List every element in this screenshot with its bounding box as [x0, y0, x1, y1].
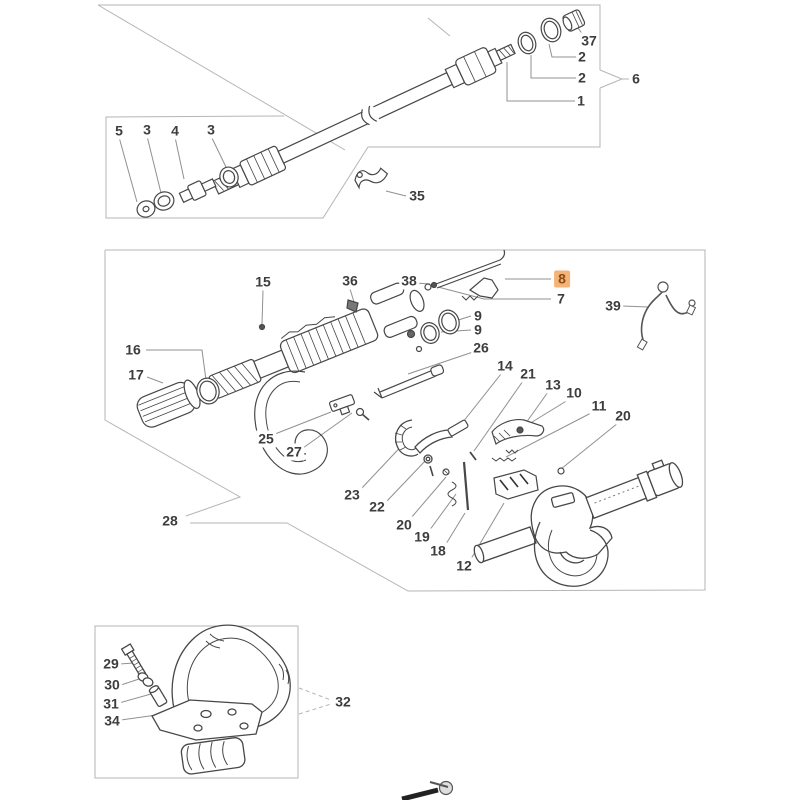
part-label-38[interactable]: 38: [399, 272, 419, 290]
part-label-11[interactable]: 11: [589, 397, 609, 415]
clamp-23-22-drawing: [394, 419, 453, 477]
part-label-34[interactable]: 34: [102, 712, 122, 730]
part-label-37[interactable]: 37: [579, 32, 599, 50]
part-label-17[interactable]: 17: [126, 366, 146, 384]
throttle-cable-39-drawing: [636, 281, 697, 351]
part-label-5[interactable]: 5: [113, 122, 125, 140]
part-label-39[interactable]: 39: [603, 297, 623, 315]
oring-2-drawing: [517, 31, 537, 55]
partial-bolt-drawing: [401, 780, 454, 800]
washer-3-drawing: [153, 191, 175, 211]
bushing-3-drawing: [219, 166, 239, 188]
part-label-36[interactable]: 36: [340, 272, 360, 290]
part-label-20-left[interactable]: 20: [394, 516, 414, 534]
assembly-label-28[interactable]: 28: [160, 512, 180, 530]
knob-17-drawing: [136, 379, 201, 428]
part-label-9-lower[interactable]: 9: [472, 321, 484, 339]
part-label-12[interactable]: 12: [454, 557, 474, 575]
part-label-26[interactable]: 26: [471, 339, 491, 357]
spindle-4-drawing: [178, 178, 217, 204]
part-label-16[interactable]: 16: [123, 341, 143, 359]
screw-15-drawing: [258, 323, 266, 331]
trigger-cluster-drawing: [442, 419, 565, 511]
part-label-31[interactable]: 31: [101, 695, 121, 713]
part-label-29[interactable]: 29: [101, 655, 121, 673]
cap-37-drawing: [562, 9, 586, 32]
part-label-25[interactable]: 25: [256, 430, 276, 448]
part-label-8-highlighted[interactable]: 8: [554, 270, 570, 288]
leader-lines: [118, 24, 649, 721]
washer-5-drawing: [136, 200, 156, 218]
drive-shaft-drawing: [136, 9, 586, 218]
assembly-label-6[interactable]: 6: [630, 70, 642, 88]
oring-2b-drawing: [540, 17, 562, 43]
spacer-31-drawing: [148, 685, 168, 708]
part-label-13[interactable]: 13: [543, 376, 563, 394]
part-label-19[interactable]: 19: [412, 528, 432, 546]
oring-16-drawing: [196, 377, 220, 405]
part-label-23[interactable]: 23: [342, 486, 362, 504]
part-label-22[interactable]: 22: [367, 498, 387, 516]
assembly-label-32[interactable]: 32: [333, 693, 353, 711]
part-label-2-lower[interactable]: 2: [576, 69, 588, 87]
part-label-3-right[interactable]: 3: [205, 121, 217, 139]
part-label-4[interactable]: 4: [169, 122, 181, 140]
part-label-9-upper[interactable]: 9: [472, 307, 484, 325]
bottom-section-box: [94, 625, 332, 779]
lever-26-drawing: [373, 364, 445, 399]
part-label-30[interactable]: 30: [102, 676, 122, 694]
part-label-10[interactable]: 10: [564, 384, 584, 402]
rear-handle-drawing: [473, 459, 684, 587]
part-label-7[interactable]: 7: [555, 290, 567, 308]
bracket-25-27-drawing: [328, 394, 370, 421]
clip-36-drawing: [346, 299, 359, 313]
part-label-15[interactable]: 15: [253, 273, 273, 291]
part-label-21[interactable]: 21: [518, 365, 538, 383]
top-section-box: [97, 4, 629, 219]
throttle-linkage-drawing: [424, 249, 506, 301]
part-label-2-upper[interactable]: 2: [576, 48, 588, 66]
part-label-35[interactable]: 35: [407, 187, 427, 205]
part-label-14[interactable]: 14: [495, 357, 515, 375]
loop-handle-drawing: [120, 624, 291, 775]
orings-9-drawing: [406, 309, 460, 353]
part-label-27[interactable]: 27: [284, 443, 304, 461]
part-label-18[interactable]: 18: [428, 542, 448, 560]
part-label-1[interactable]: 1: [575, 92, 587, 110]
part-label-20-right[interactable]: 20: [613, 407, 633, 425]
gearbox-assembly-drawing: [136, 282, 425, 475]
part-label-3-left[interactable]: 3: [141, 121, 153, 139]
clamp-35-drawing: [354, 167, 389, 190]
middle-section-box: [104, 249, 706, 592]
